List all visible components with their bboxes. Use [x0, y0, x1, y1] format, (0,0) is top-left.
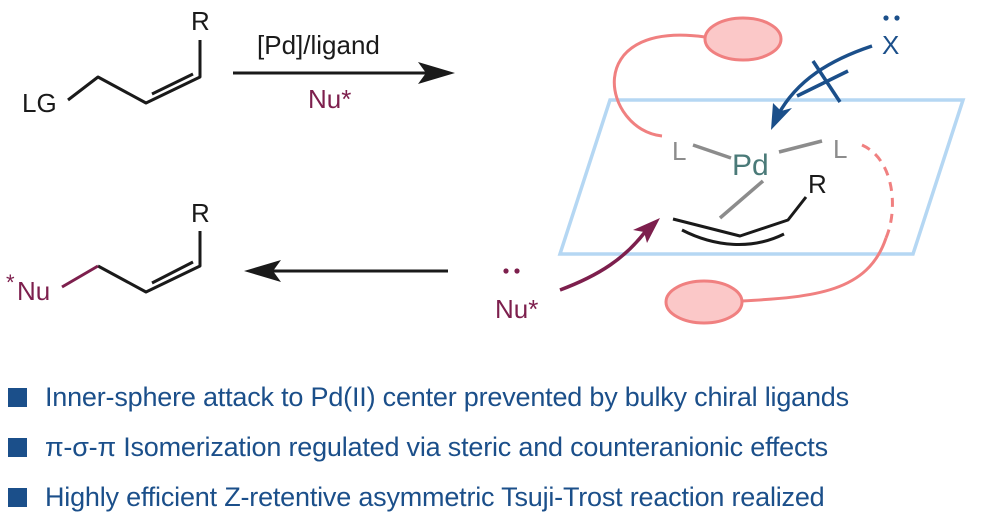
reaction-arrow: [Pd]/ligand Nu*: [233, 30, 455, 114]
bullet-square-icon: [8, 437, 27, 457]
key-point-text: π-σ-π Isomerization regulated via steric…: [45, 431, 828, 462]
substrate-double-bond: [151, 72, 194, 96]
nu-lone-pair-dot: [503, 268, 509, 274]
key-point: Inner-sphere attack to Pd(II) center pre…: [8, 372, 988, 422]
product-skeleton-black: [97, 231, 202, 294]
product-nu-bond: [61, 264, 99, 289]
blocked-cross: [796, 69, 849, 98]
pd-l-bond-right: [778, 139, 823, 154]
product-double-bond: [151, 260, 194, 285]
substrate-r-label: R: [191, 6, 210, 36]
palladium-label: Pd: [732, 149, 769, 182]
ligand-right-label: L: [833, 134, 847, 164]
ligand-tether-bottom-dashed: [861, 143, 894, 239]
anion-lone-pair-dot: [883, 15, 889, 21]
chiral-ligand-top: [703, 16, 783, 62]
substrate-lg-label: LG: [22, 88, 57, 118]
allyl-r-label: R: [808, 169, 827, 199]
ligand-left-label: L: [672, 136, 686, 166]
substrate-molecule: R LG: [22, 6, 210, 118]
key-points-list: Inner-sphere attack to Pd(II) center pre…: [8, 372, 988, 522]
allyl-fragment: [672, 196, 808, 238]
key-point: Highly efficient Z-retentive asymmetric …: [8, 472, 988, 522]
allyl-delocalization: [681, 228, 785, 247]
reagent-nu-label: Nu*: [308, 84, 351, 114]
product-r-label: R: [191, 198, 210, 228]
product-arrow: [244, 260, 448, 282]
outer-sphere-arrow-head: [633, 218, 660, 243]
product-nu-star: *: [6, 270, 15, 295]
key-point-text: Inner-sphere attack to Pd(II) center pre…: [45, 381, 849, 412]
product-molecule: R * Nu: [6, 198, 210, 306]
anion-lone-pair-dot: [894, 15, 900, 21]
nu-lone-pair-dot: [514, 268, 520, 274]
pd-allyl-bond: [718, 179, 765, 220]
chiral-ligand-bottom: [664, 279, 744, 325]
key-point: π-σ-π Isomerization regulated via steric…: [8, 422, 988, 472]
key-point-text: Highly efficient Z-retentive asymmetric …: [45, 481, 825, 512]
bullet-square-icon: [8, 487, 27, 507]
complex-nucleophile-label: Nu*: [495, 294, 538, 324]
outer-sphere-attack-arrow: [559, 230, 647, 292]
catalyst-label: [Pd]/ligand: [257, 30, 380, 60]
inner-sphere-arrow-head: [771, 103, 792, 130]
pd-l-bond-left: [692, 143, 732, 160]
substrate-skeleton: [67, 40, 202, 105]
ligand-tether-bottom: [741, 237, 888, 303]
product-nu-label: Nu: [17, 276, 50, 306]
coordination-plane: [557, 98, 966, 256]
counteranion-label: X: [882, 30, 899, 60]
inner-sphere-attack-arrow: [776, 44, 873, 116]
reaction-scheme: R LG [Pd]/ligand Nu* R * Nu L L: [6, 6, 966, 325]
pd-complex-model: L L Pd R X Nu*: [495, 15, 966, 325]
bullet-square-icon: [8, 387, 27, 407]
ligand-tether-top: [612, 33, 706, 138]
